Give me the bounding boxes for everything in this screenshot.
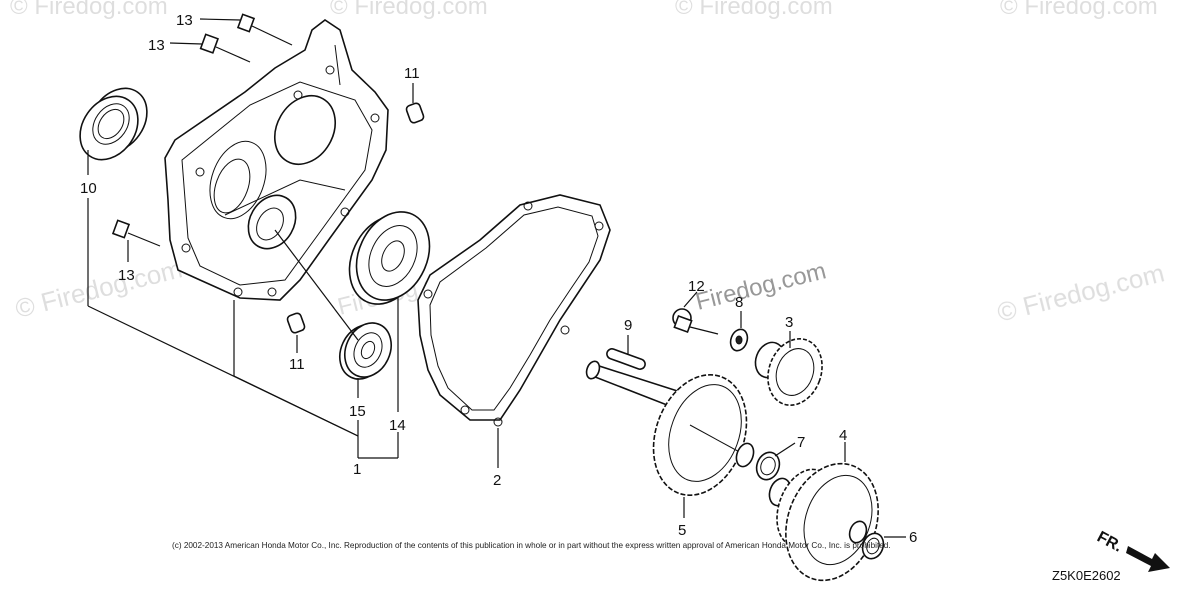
front-direction-indicator: FR. xyxy=(1094,529,1170,572)
label-13-mid: 13 xyxy=(148,37,165,54)
gear-part-4 xyxy=(768,462,879,582)
bearing-part-14 xyxy=(348,211,431,305)
leader-lines xyxy=(87,18,906,538)
bearing-part-15 xyxy=(339,322,392,380)
watermark-main: Firedog.com xyxy=(693,257,829,315)
bolt-part-13-top xyxy=(236,13,293,46)
watermark-top-1: © Firedog.com xyxy=(10,0,168,20)
front-arrow-icon xyxy=(1126,546,1170,572)
label-5: 5 xyxy=(678,522,686,539)
watermark-top-4: © Firedog.com xyxy=(1000,0,1158,20)
label-13-low: 13 xyxy=(118,267,135,284)
bolt-part-13-mid xyxy=(199,33,251,63)
key-part-9 xyxy=(606,348,646,370)
label-8: 8 xyxy=(735,294,743,311)
label-13-top: 13 xyxy=(176,12,193,29)
dowel-pin-part-11-top xyxy=(405,102,425,124)
gear-case-cover-part-1 xyxy=(164,19,389,301)
gasket-part-2 xyxy=(417,194,611,427)
bolt-part-13-low xyxy=(111,219,161,247)
watermark-top-2: © Firedog.com xyxy=(330,0,488,20)
shaft-gear-part-5 xyxy=(585,360,755,496)
label-2: 2 xyxy=(493,472,501,489)
label-4: 4 xyxy=(839,427,847,444)
part-labels: 13 13 13 11 11 10 15 14 1 2 9 12 8 3 5 7… xyxy=(80,12,917,546)
gear-part-3 xyxy=(754,338,823,406)
bolt-part-12 xyxy=(672,308,719,335)
washer-part-8 xyxy=(729,328,749,352)
label-6: 6 xyxy=(909,529,917,546)
label-1: 1 xyxy=(353,461,361,478)
label-10: 10 xyxy=(80,180,97,197)
label-3: 3 xyxy=(785,314,793,331)
watermark-top-3: © Firedog.com xyxy=(675,0,833,20)
oil-seal-part-10 xyxy=(79,87,148,161)
dowel-pin-part-11-low xyxy=(286,312,306,334)
label-9: 9 xyxy=(624,317,632,334)
watermark-left: © Firedog.com xyxy=(12,253,185,323)
diagram-code: Z5K0E2602 xyxy=(1052,568,1121,583)
watermark-right: © Firedog.com xyxy=(994,257,1167,327)
direction-label: FR. xyxy=(1094,529,1125,556)
circlip-part-6 xyxy=(861,532,885,560)
label-11-top: 11 xyxy=(404,65,420,82)
label-7: 7 xyxy=(797,434,805,451)
copyright-notice: (c) 2002-2013 American Honda Motor Co., … xyxy=(172,541,891,550)
label-15: 15 xyxy=(349,403,366,420)
circlip-part-7 xyxy=(755,451,781,481)
label-14: 14 xyxy=(389,417,406,434)
label-12: 12 xyxy=(688,278,705,295)
label-11-low: 11 xyxy=(289,356,305,373)
